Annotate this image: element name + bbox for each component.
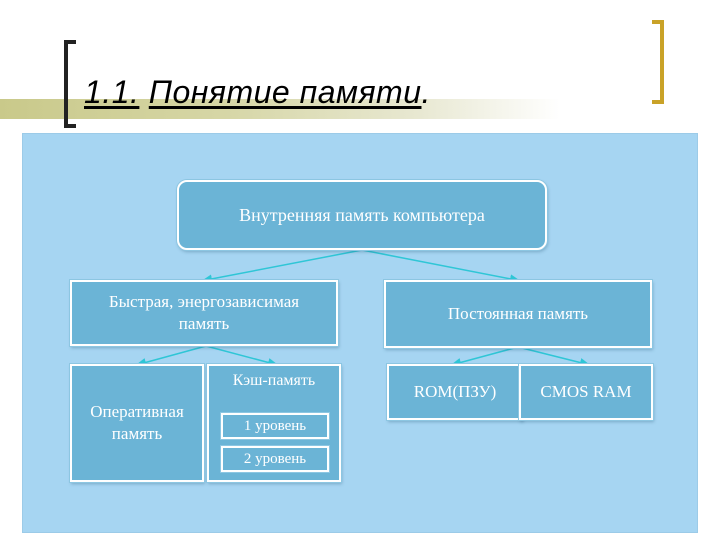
- permanent-memory-label: Постоянная память: [447, 304, 589, 323]
- right-bracket-decoration: [652, 20, 664, 104]
- title-text: Понятие памяти: [148, 74, 422, 110]
- rom-label: ROM(ПЗУ): [413, 382, 497, 401]
- title-number: 1.1.: [84, 74, 140, 110]
- ram-label: Оперативная память: [90, 402, 184, 443]
- rom-box: ROM(ПЗУ): [387, 364, 523, 420]
- fast-volatile-memory-box: Быстрая, энергозависимая память: [70, 280, 338, 346]
- permanent-memory-box: Постоянная память: [384, 280, 652, 348]
- cache-level-2-label: 2 уровень: [243, 451, 307, 467]
- title-period: .: [421, 74, 431, 110]
- root-internal-memory-box: Внутренняя память компьютера: [177, 180, 547, 250]
- cmos-label: CMOS RAM: [540, 382, 632, 401]
- fast-memory-label: Быстрая, энергозависимая память: [108, 292, 300, 333]
- cache-level-1-box: 1 уровень: [221, 413, 329, 439]
- ram-box: Оперативная память: [70, 364, 204, 482]
- connector-root-to-fast: [201, 249, 363, 284]
- cmos-ram-box: CMOS RAM: [519, 364, 653, 420]
- connector-permanent-to-cmos: [517, 346, 591, 367]
- connector-fast-to-cache: [205, 345, 279, 367]
- cache-level-1-label: 1 уровень: [243, 418, 307, 434]
- left-bracket-decoration: [64, 40, 76, 128]
- slide-title: 1.1. Понятие памяти.: [84, 74, 431, 111]
- connector-fast-to-ram: [135, 345, 207, 367]
- connector-permanent-to-rom: [450, 346, 519, 367]
- root-label: Внутренняя память компьютера: [239, 205, 485, 225]
- connector-root-to-permanent: [361, 249, 521, 284]
- cache-memory-box: Кэш-память 1 уровень 2 уровень: [207, 364, 341, 482]
- cache-level-2-box: 2 уровень: [221, 446, 329, 472]
- title-underline-bar: [0, 99, 560, 119]
- cache-label: Кэш-память: [232, 372, 316, 389]
